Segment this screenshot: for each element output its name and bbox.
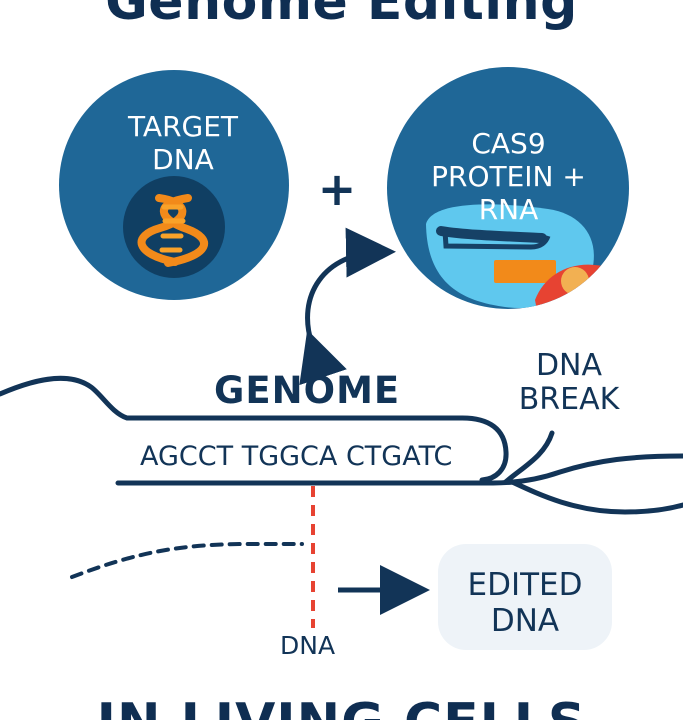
cas9-protein-rna-label: CAS9 PROTEIN + RNA — [431, 127, 586, 227]
bottom-title: IN LIVING CELLS — [0, 697, 683, 720]
genome-label: GENOME — [214, 369, 401, 412]
dashed-dna-strand — [70, 542, 304, 579]
target-dna-label: TARGET DNA — [127, 110, 239, 177]
genome-upper-strand — [0, 375, 509, 483]
plus-sign: + — [317, 162, 357, 216]
edited-dna-box — [438, 544, 612, 650]
dna-break-label: DNA BREAK — [518, 348, 620, 417]
dna-helix-icon — [137, 194, 209, 267]
genome-sequence: AGCCT TGGCA CTGATC — [140, 441, 453, 472]
curved-double-arrow — [299, 227, 396, 386]
edited-dna-label: EDITED DNA — [467, 567, 583, 640]
dna-break-strand — [503, 430, 683, 515]
page-title: Genome Editing — [105, 0, 578, 32]
dna-label: DNA — [280, 631, 336, 660]
